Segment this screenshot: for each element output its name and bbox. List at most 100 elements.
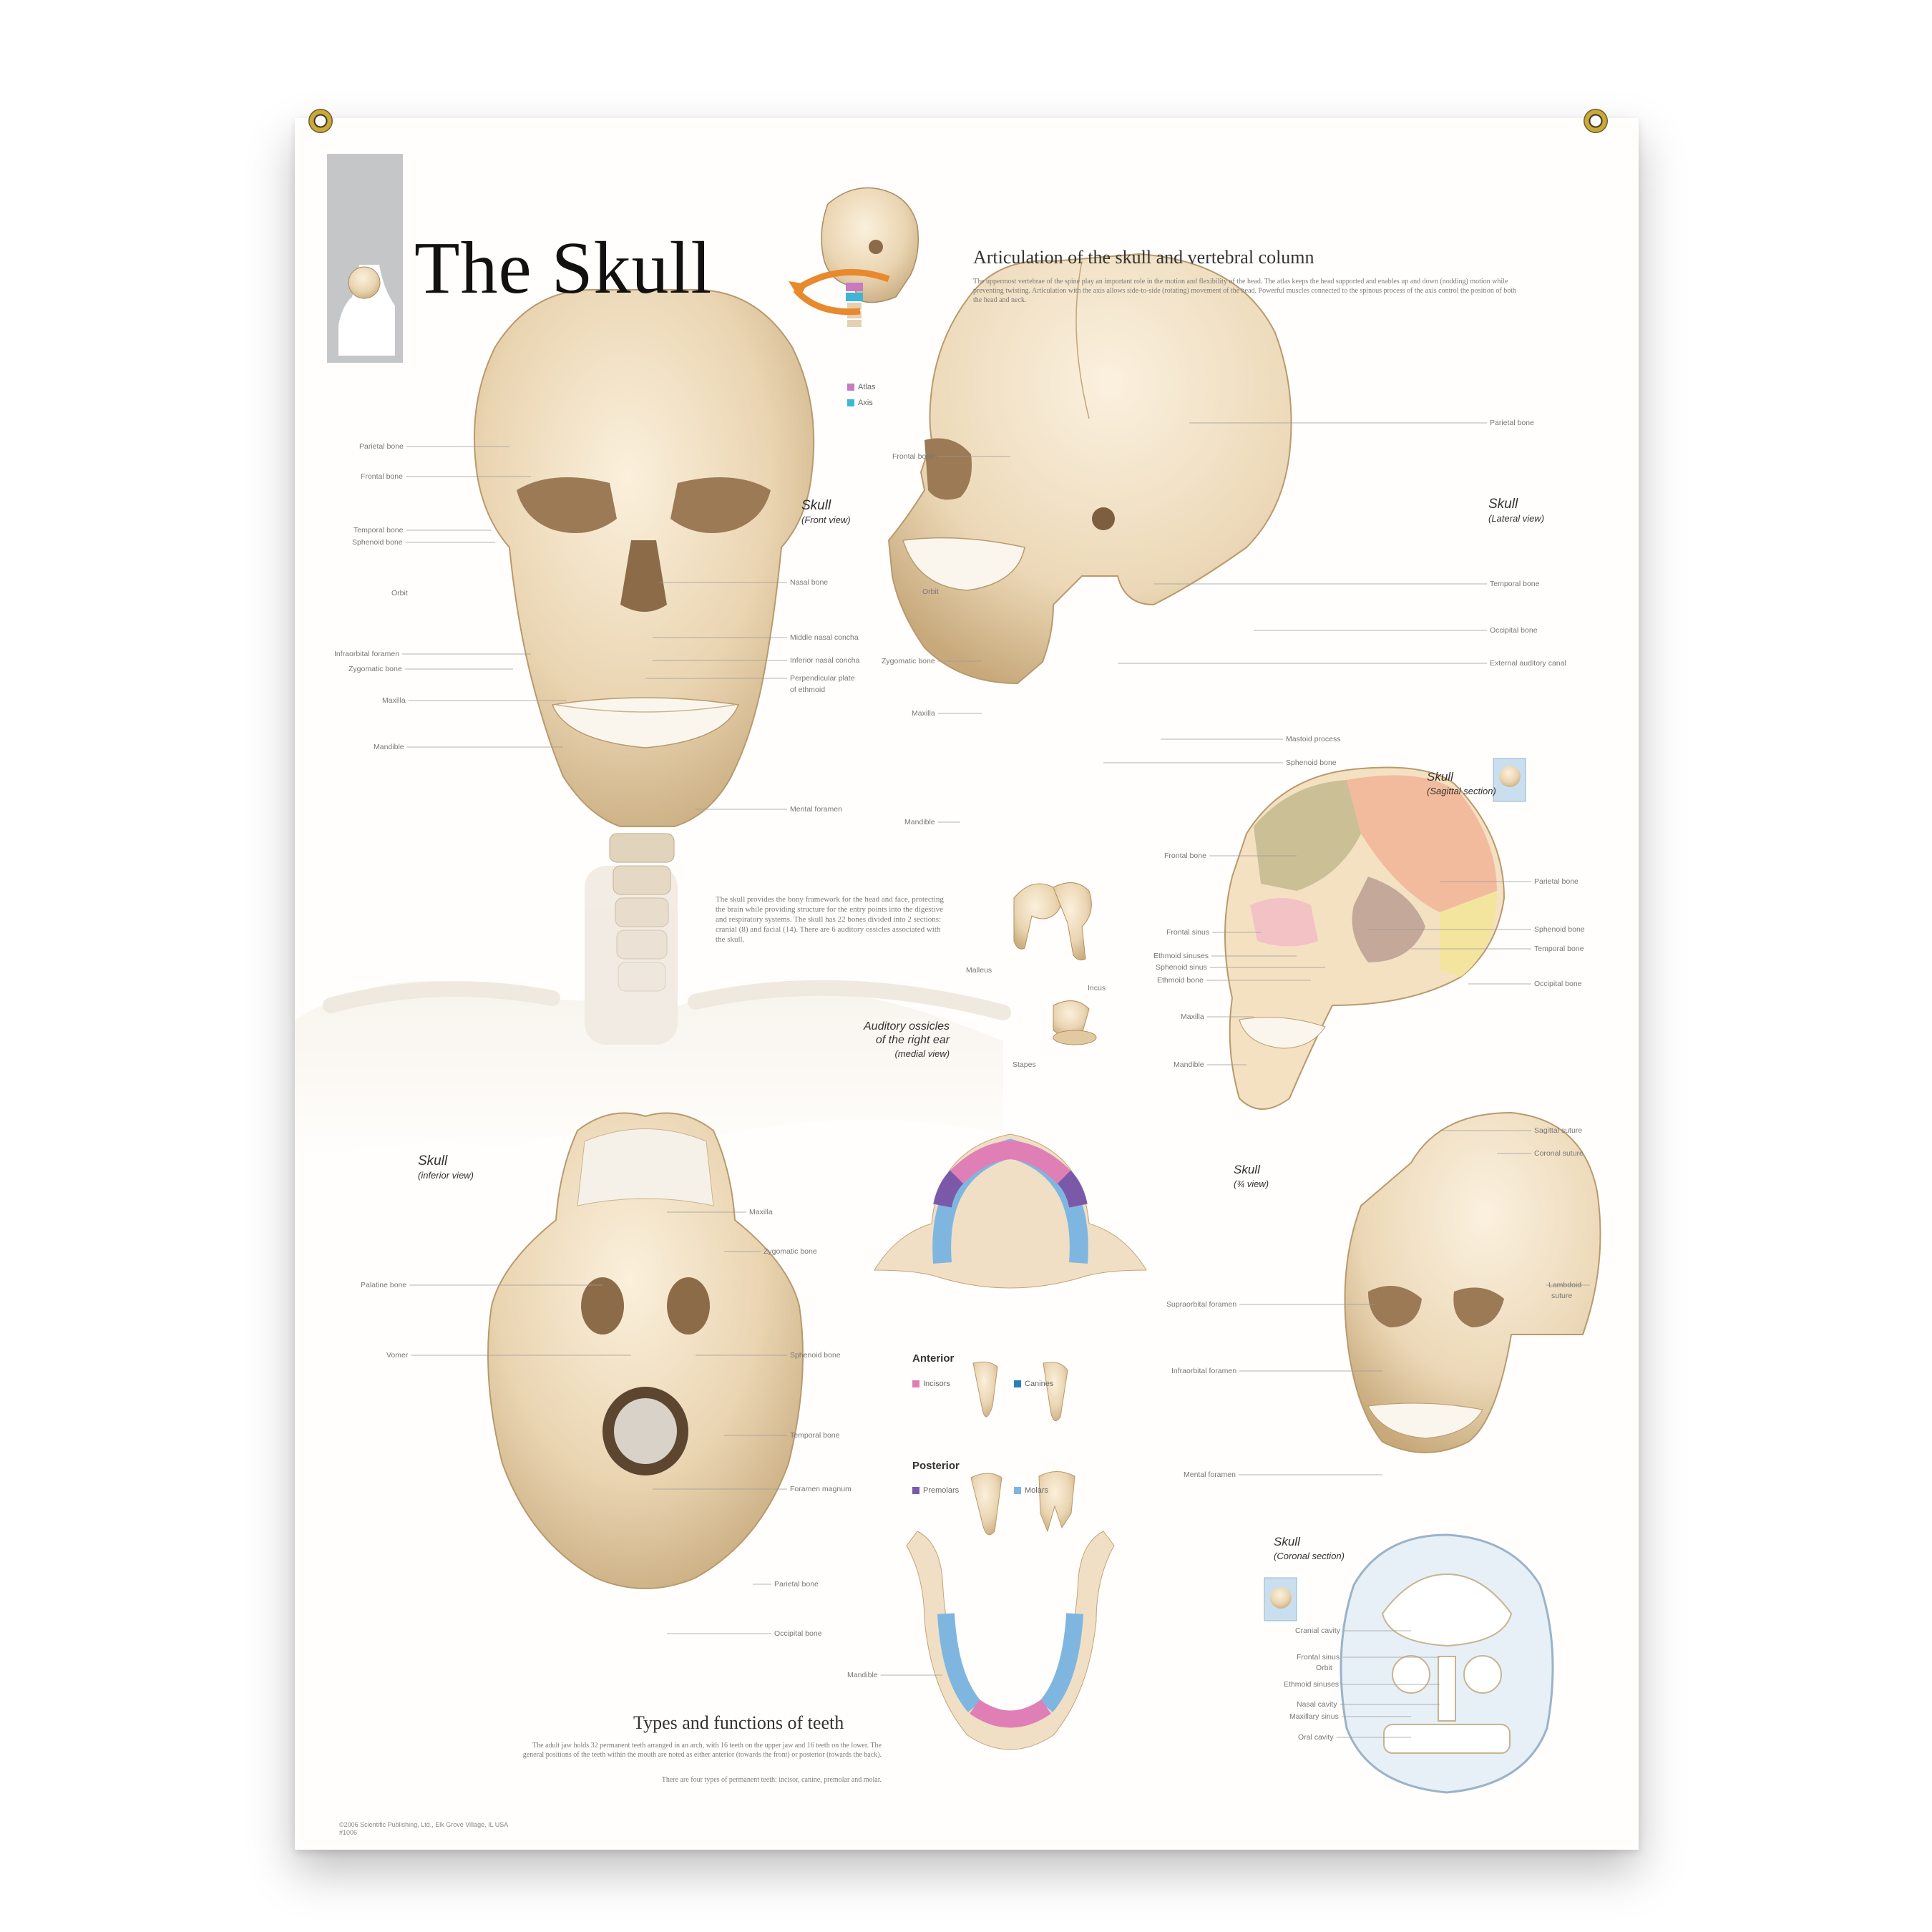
legend-incisors: Incisors xyxy=(912,1380,950,1388)
lower-teeth-arch xyxy=(906,1531,1115,1750)
anterior-heading: Anterior xyxy=(912,1352,955,1365)
label-incus: Incus xyxy=(1088,984,1106,992)
label-inf-foramen: Foramen magnum xyxy=(790,1485,852,1493)
label-front-nasal: Nasal bone xyxy=(790,578,829,587)
label-inf-vomer: Vomer xyxy=(386,1351,409,1360)
three-quarter-title: Skull (¾ view) xyxy=(1234,1163,1269,1189)
label-front-perpendicular-2: of ethmoid xyxy=(790,686,826,694)
label-cranial-cavity: Cranial cavity xyxy=(1295,1626,1341,1635)
label-lateral-parietal: Parietal bone xyxy=(1490,419,1534,427)
label-coronal-suture: Coronal suture xyxy=(1534,1149,1584,1158)
label-stapes: Stapes xyxy=(1013,1060,1036,1069)
label-nasal-cavity: Nasal cavity xyxy=(1297,1700,1337,1709)
molars-swatch xyxy=(1014,1487,1021,1495)
label-sag-temporal: Temporal bone xyxy=(1534,945,1584,953)
label-front-mandible: Mandible xyxy=(374,743,404,751)
label-leaders xyxy=(402,422,1590,1738)
legend-molars: Molars xyxy=(1014,1486,1048,1495)
legend-axis: Axis xyxy=(847,399,873,407)
ossicles-illustration xyxy=(1013,882,1097,1045)
articulation-text: The uppermost vertebrae of the spine pla… xyxy=(973,278,1517,304)
label-lateral-sphenoid: Sphenoid bone xyxy=(1286,758,1337,767)
articulation-heading: Articulation of the skull and vertebral … xyxy=(973,247,1314,268)
ossicles-title: Auditory ossicles of the right ear (medi… xyxy=(864,1020,950,1059)
label-front-mental: Mental foramen xyxy=(790,805,842,814)
label-front-temporal: Temporal bone xyxy=(353,526,404,535)
legend-atlas: Atlas xyxy=(847,383,875,391)
header-tab xyxy=(327,154,403,363)
label-sag-frontal: Frontal bone xyxy=(1164,852,1206,860)
label-front-orbit: Orbit xyxy=(391,589,408,597)
upper-teeth-arch xyxy=(874,1133,1147,1289)
intro-text: The skull provides the bony framework fo… xyxy=(716,895,944,944)
label-coronal-orbit: Orbit xyxy=(1316,1664,1332,1672)
label-3q-infraorbital: Infraorbital foramen xyxy=(1171,1367,1237,1375)
lateral-view-title: Skull (Lateral view) xyxy=(1488,497,1545,525)
label-maxillary-sinus: Maxillary sinus xyxy=(1289,1712,1339,1721)
label-lower-mandible: Mandible xyxy=(847,1671,878,1679)
label-lateral-orbit: Orbit xyxy=(922,587,939,596)
illustrations xyxy=(295,154,1601,1794)
label-supraorbital: Supraorbital foramen xyxy=(1166,1300,1237,1309)
label-lateral-mandible: Mandible xyxy=(904,818,935,826)
inferior-title: Skull (inferior view) xyxy=(418,1153,474,1181)
sagittal-title: Skull (Sagittal section) xyxy=(1427,770,1496,796)
label-sag-sphenoid: Sphenoid bone xyxy=(1534,925,1585,934)
canines-swatch xyxy=(1014,1380,1021,1388)
teeth-heading: Types and functions of teeth xyxy=(633,1712,844,1733)
legend-canines: Canines xyxy=(1014,1380,1053,1388)
label-sag-mandible: Mandible xyxy=(1174,1060,1204,1069)
label-3q-mental: Mental foramen xyxy=(1184,1470,1236,1479)
tooth-examples xyxy=(970,1361,1075,1536)
incisors-swatch xyxy=(912,1380,919,1388)
label-front-frontal: Frontal bone xyxy=(361,472,403,481)
label-lambdoid-suture: Lambdoid xyxy=(1548,1281,1582,1289)
grommet-left xyxy=(308,109,333,133)
skull-three-quarter-view xyxy=(1344,1111,1601,1453)
label-lateral-zygomatic: Zygomatic bone xyxy=(882,657,935,665)
label-front-perpendicular: Perpendicular plate xyxy=(790,674,855,683)
label-sag-ethmoid-bone: Ethmoid bone xyxy=(1157,976,1204,985)
copyright: ©2006 Scientific Publishing, Ltd., Elk G… xyxy=(339,1821,509,1836)
label-front-inferior-concha: Inferior nasal concha xyxy=(790,656,860,665)
label-inf-palatine: Palatine bone xyxy=(361,1281,407,1289)
label-lateral-occipital: Occipital bone xyxy=(1490,626,1538,635)
label-front-sphenoid: Sphenoid bone xyxy=(352,538,403,547)
skull-coronal-section xyxy=(1264,1533,1554,1794)
label-inf-temporal: Temporal bone xyxy=(790,1431,840,1440)
label-front-infraorbital: Infraorbital foramen xyxy=(334,650,400,658)
label-lateral-auditory: External auditory canal xyxy=(1490,659,1566,668)
label-front-maxilla: Maxilla xyxy=(382,696,406,705)
skull-inferior-view xyxy=(487,1112,804,1589)
skull-sagittal-section xyxy=(1224,758,1526,1110)
label-sag-ethmoid-sinuses: Ethmoid sinuses xyxy=(1153,952,1209,960)
teeth-text-1: The adult jaw holds 32 permanent teeth a… xyxy=(522,1742,882,1759)
label-front-zygomatic: Zygomatic bone xyxy=(348,665,402,673)
header-head-icon xyxy=(348,266,381,299)
grommet-right xyxy=(1584,109,1608,133)
axis-swatch xyxy=(847,399,854,407)
label-front-parietal: Parietal bone xyxy=(359,442,404,451)
label-malleus: Malleus xyxy=(966,966,992,975)
skull-lateral-view xyxy=(887,253,1292,685)
atlas-swatch xyxy=(847,384,854,391)
teeth-text-2: There are four types of permanent teeth:… xyxy=(661,1776,882,1784)
label-inf-zygomatic: Zygomatic bone xyxy=(763,1247,817,1256)
label-sag-frontal-sinus: Frontal sinus xyxy=(1166,928,1210,937)
articulation-illustration xyxy=(789,187,919,327)
page-title: The Skull xyxy=(414,227,713,309)
label-inf-parietal: Parietal bone xyxy=(774,1580,819,1589)
label-lateral-temporal: Temporal bone xyxy=(1490,580,1540,588)
front-view-title: Skull (Front view) xyxy=(801,498,851,526)
label-oral-cavity: Oral cavity xyxy=(1298,1733,1334,1742)
label-frontal-sinus: Frontal sinus xyxy=(1297,1653,1340,1662)
legend-premolars: Premolars xyxy=(912,1486,959,1495)
label-sag-sphenoid-sinus: Sphenoid sinus xyxy=(1156,963,1207,972)
label-lateral-maxilla: Maxilla xyxy=(912,709,935,718)
label-sag-occipital: Occipital bone xyxy=(1534,980,1582,988)
skull-front-view xyxy=(473,289,815,827)
label-lateral-frontal: Frontal bone xyxy=(892,452,935,461)
label-inf-sphenoid: Sphenoid bone xyxy=(790,1351,841,1360)
label-sag-maxilla: Maxilla xyxy=(1181,1013,1204,1021)
coronal-title: Skull (Coronal section) xyxy=(1274,1535,1345,1561)
